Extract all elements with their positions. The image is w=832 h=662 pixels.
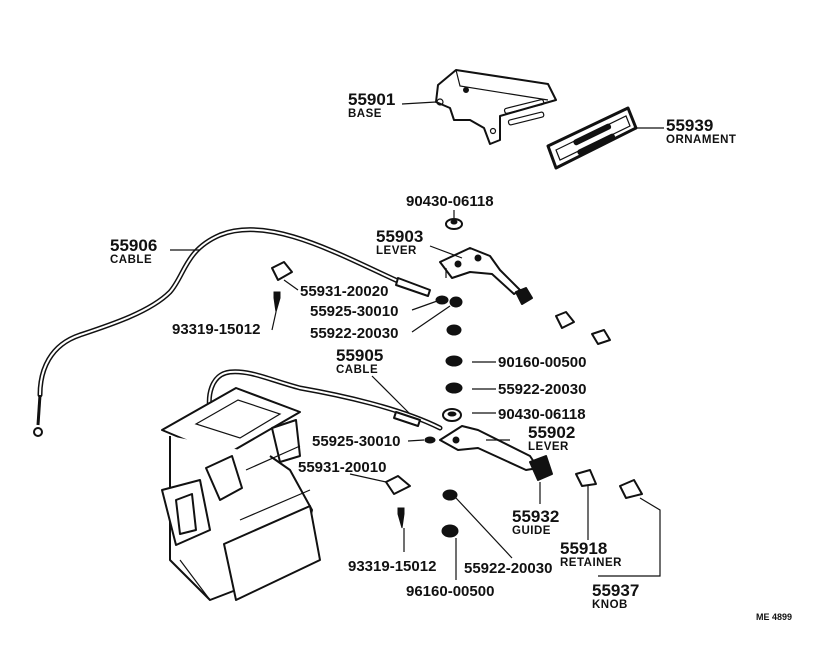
part-number: 55902: [528, 423, 575, 442]
part-number: 55925-30010: [312, 433, 400, 450]
ornament-drawing: [546, 106, 638, 170]
part-number: 55931-20020: [300, 283, 388, 300]
label-55932: 55932 GUIDE: [512, 507, 559, 537]
label-55901: 55901 BASE: [348, 90, 395, 120]
part-number: 90160-00500: [498, 354, 586, 371]
heater-unit-drawing: [161, 387, 321, 601]
part-number: 55939: [666, 116, 713, 135]
label-55906: 55906 CABLE: [110, 236, 157, 266]
part-name: KNOB: [592, 599, 628, 611]
label-55922-lower: 55922-20030: [464, 560, 552, 577]
part-number: 55906: [110, 236, 157, 255]
part-number: 55903: [376, 227, 423, 246]
part-name: LEVER: [528, 441, 569, 453]
part-number: 96160-00500: [406, 583, 494, 600]
leader-lines: [170, 101, 664, 580]
label-93319-lower: 93319-15012: [348, 558, 436, 575]
part-name: GUIDE: [512, 525, 551, 537]
part-number: 55905: [336, 346, 383, 365]
diagram-reference: ME 4899: [756, 612, 792, 622]
label-93319-upper: 93319-15012: [172, 321, 260, 338]
part-name: RETAINER: [560, 557, 622, 569]
part-number: 55932: [512, 507, 559, 526]
hardware-drawing: [271, 218, 643, 538]
upper-cable-drawing: [33, 227, 431, 437]
label-55925-lower: 55925-30010: [312, 433, 400, 450]
part-name: CABLE: [110, 254, 152, 266]
part-number: 93319-15012: [172, 321, 260, 338]
part-name: BASE: [348, 108, 382, 120]
label-55937: 55937 KNOB: [592, 581, 639, 611]
part-number: 55901: [348, 90, 395, 109]
part-number: 55931-20010: [298, 459, 386, 476]
label-55922-upper: 55922-20030: [310, 325, 398, 342]
label-90160: 90160-00500: [498, 354, 586, 371]
part-name: LEVER: [376, 245, 417, 257]
part-number: 55918: [560, 539, 607, 558]
upper-lever-drawing: [439, 247, 521, 295]
label-55939: 55939 ORNAMENT: [666, 116, 736, 146]
part-number: 93319-15012: [348, 558, 436, 575]
part-number: 55922-20030: [310, 325, 398, 342]
part-number: 90430-06118: [406, 193, 494, 210]
part-number: 55922-20030: [464, 560, 552, 577]
lower-lever-drawing: [439, 425, 553, 481]
label-90430-upper: 90430-06118: [406, 193, 494, 210]
part-number: 90430-06118: [498, 406, 586, 423]
label-96160: 96160-00500: [406, 583, 494, 600]
part-name: ORNAMENT: [666, 134, 736, 146]
label-55903: 55903 LEVER: [376, 227, 423, 257]
label-55922-middle: 55922-20030: [498, 381, 586, 398]
label-55931-lower: 55931-20010: [298, 459, 386, 476]
part-name: CABLE: [336, 364, 378, 376]
label-90430-lower: 90430-06118: [498, 406, 586, 423]
label-55931-upper: 55931-20020: [300, 283, 388, 300]
part-number: 55937: [592, 581, 639, 600]
part-number: 55925-30010: [310, 303, 398, 320]
label-55918: 55918 RETAINER: [560, 539, 622, 569]
part-number: 55922-20030: [498, 381, 586, 398]
label-55902: 55902 LEVER: [528, 423, 575, 453]
base-bracket-drawing: [435, 69, 557, 145]
label-55905: 55905 CABLE: [336, 346, 383, 376]
label-55925-upper: 55925-30010: [310, 303, 398, 320]
